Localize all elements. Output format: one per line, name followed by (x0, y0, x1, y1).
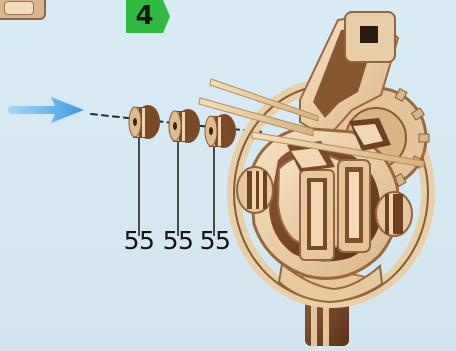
spacer-part-3 (205, 114, 236, 148)
spacer-part-2 (169, 109, 200, 143)
part-label-2: 55 (160, 229, 196, 253)
wooden-mechanism (199, 12, 429, 346)
part-label-3: 55 (197, 229, 233, 253)
blue-arrow-icon (8, 97, 84, 123)
part-label-1: 55 (121, 229, 157, 253)
spacer-part-1 (129, 105, 160, 139)
